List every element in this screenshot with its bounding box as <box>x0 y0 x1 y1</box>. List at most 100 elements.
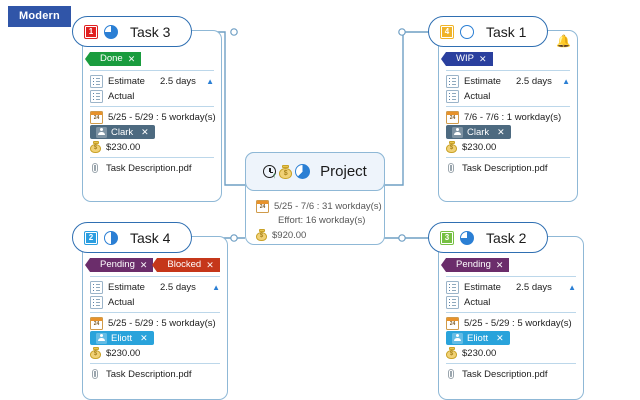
attachment-name: Task Description.pdf <box>106 368 192 380</box>
assignee-row-2[interactable]: Eliott ✕ <box>446 331 576 345</box>
actual-label: Actual <box>464 296 491 308</box>
assignee-remove-icon: ✕ <box>496 332 504 343</box>
pie-progress-icon-3 <box>104 24 118 39</box>
task-tags-4: Pending ✕ Blocked ✕ <box>84 258 220 272</box>
date-range: 5/25 - 5/29 : 5 workday(s) <box>108 317 216 329</box>
tag-remove-icon: ✕ <box>127 54 136 64</box>
task-header-pill-2[interactable]: 3 Task 2 <box>428 222 548 253</box>
cost-row-1[interactable]: $ $230.00 <box>446 140 570 154</box>
date-range: 5/25 - 5/29 : 5 workday(s) <box>464 317 572 329</box>
estimate-value: 2.5 days <box>159 75 196 87</box>
chevron-up-icon[interactable]: ▲ <box>562 76 570 86</box>
task-tags-3: Done ✕ <box>84 52 214 66</box>
assignee-row-1[interactable]: Clark ✕ <box>446 125 570 139</box>
assignee-name: Clark <box>467 126 490 138</box>
cost-value: $230.00 <box>106 347 141 359</box>
assignee-name: Eliott <box>467 332 489 344</box>
task-number-badge-2: 3 <box>440 230 454 245</box>
assignee-row-3[interactable]: Clark ✕ <box>90 125 214 139</box>
actual-row-3[interactable]: Actual <box>90 89 214 103</box>
status-tag-done[interactable]: Done ✕ <box>84 52 142 66</box>
date-row-2[interactable]: 24 5/25 - 5/29 : 5 workday(s) <box>446 316 576 330</box>
estimate-row-3[interactable]: Estimate 2.5 days ▲ <box>90 74 214 88</box>
chevron-up-icon[interactable]: ▲ <box>568 282 576 292</box>
actual-row-2[interactable]: Actual <box>446 295 576 309</box>
project-cost-row[interactable]: $ $920.00 <box>256 229 376 241</box>
date-row-3[interactable]: 24 5/25 - 5/29 : 5 workday(s) <box>90 110 216 124</box>
tag-remove-icon: ✕ <box>206 260 214 270</box>
connector-handle-task1 <box>398 28 406 36</box>
assignee-chip[interactable]: Clark ✕ <box>90 125 155 139</box>
money-bag-icon: $ <box>446 141 457 153</box>
chevron-up-icon[interactable]: ▲ <box>206 76 214 86</box>
task-title-4: Task 4 <box>130 229 171 246</box>
actual-row-1[interactable]: Actual <box>446 89 570 103</box>
estimate-row-2[interactable]: Estimate 2.5 days ▲ <box>446 280 576 294</box>
status-tag-blocked[interactable]: Blocked ✕ <box>152 258 220 272</box>
divider <box>90 106 214 107</box>
project-cost: $920.00 <box>272 229 307 241</box>
chevron-up-icon[interactable]: ▲ <box>212 282 220 292</box>
estimate-value: 2.5 days <box>515 281 552 293</box>
assignee-row-4[interactable]: Eliott ✕ <box>90 331 220 345</box>
connector-project-task1 <box>383 31 438 186</box>
person-icon <box>452 126 463 138</box>
task-tags-1: WIP ✕ <box>441 52 570 66</box>
cost-row-4[interactable]: $ $230.00 <box>90 346 220 360</box>
person-icon <box>452 332 463 344</box>
project-date-row[interactable]: 24 5/25 - 7/6 : 31 workday(s) <box>256 200 382 213</box>
task-header-pill-4[interactable]: 2 Task 4 <box>72 222 192 253</box>
calendar-icon: 24 <box>446 110 459 124</box>
money-bag-icon: $ <box>90 141 101 153</box>
connector-handle-task4 <box>230 234 238 242</box>
project-header[interactable]: ↑ $ Project <box>245 152 385 191</box>
date-row-1[interactable]: 24 7/6 - 7/6 : 1 workday(s) <box>446 110 570 124</box>
list-icon <box>446 295 459 309</box>
estimate-label: Estimate <box>108 75 145 87</box>
task-tags-2: Pending ✕ <box>440 258 576 272</box>
list-icon <box>446 74 459 88</box>
divider <box>446 70 570 71</box>
attachment-row-3[interactable]: Task Description.pdf <box>90 161 214 175</box>
list-icon <box>446 89 459 103</box>
assignee-chip[interactable]: Clark ✕ <box>446 125 511 139</box>
cost-row-3[interactable]: $ $230.00 <box>90 140 214 154</box>
paperclip-icon <box>90 368 101 380</box>
cost-row-2[interactable]: $ $230.00 <box>446 346 576 360</box>
tag-remove-icon: ✕ <box>139 260 148 270</box>
task-header-pill-1[interactable]: 4 Task 1 <box>428 16 548 47</box>
status-tag-pending[interactable]: Pending ✕ <box>84 258 154 272</box>
assignee-chip[interactable]: Eliott ✕ <box>446 331 510 345</box>
divider <box>90 70 214 71</box>
task-number-badge-3: 1 <box>84 24 98 39</box>
assignee-remove-icon: ✕ <box>497 126 505 137</box>
estimate-row-1[interactable]: Estimate 2.5 days ▲ <box>446 74 570 88</box>
status-tag-pending[interactable]: Pending ✕ <box>440 258 510 272</box>
attachment-row-2[interactable]: Task Description.pdf <box>446 367 576 381</box>
task-title-2: Task 2 <box>486 229 527 246</box>
attachment-name: Task Description.pdf <box>462 162 548 174</box>
actual-row-4[interactable]: Actual <box>90 295 220 309</box>
reminder-bell-icon[interactable]: 🔔 <box>556 34 571 48</box>
project-title: Project <box>320 163 367 180</box>
status-tag-wip[interactable]: WIP ✕ <box>441 52 493 66</box>
attachment-name: Task Description.pdf <box>106 162 192 174</box>
attachment-row-4[interactable]: Task Description.pdf <box>90 367 220 381</box>
pie-progress-icon-project <box>295 164 311 179</box>
list-icon <box>90 280 103 294</box>
money-bag-icon: $ <box>90 347 101 359</box>
calendar-icon: 24 <box>90 110 103 124</box>
task-title-1: Task 1 <box>486 23 527 40</box>
date-row-4[interactable]: 24 5/25 - 5/29 : 5 workday(s) <box>90 316 220 330</box>
paperclip-icon <box>90 162 101 174</box>
pie-progress-icon-4 <box>104 230 118 245</box>
task-header-pill-3[interactable]: 1 Task 3 <box>72 16 192 47</box>
attachment-row-1[interactable]: Task Description.pdf <box>446 161 570 175</box>
task-number-badge-1: 4 <box>440 24 454 39</box>
divider <box>90 312 220 313</box>
assignee-chip[interactable]: Eliott ✕ <box>90 331 154 345</box>
clock-up-icon: ↑ <box>263 165 277 180</box>
estimate-row-4[interactable]: Estimate 2.5 days ▲ <box>90 280 220 294</box>
attachment-name: Task Description.pdf <box>462 368 548 380</box>
